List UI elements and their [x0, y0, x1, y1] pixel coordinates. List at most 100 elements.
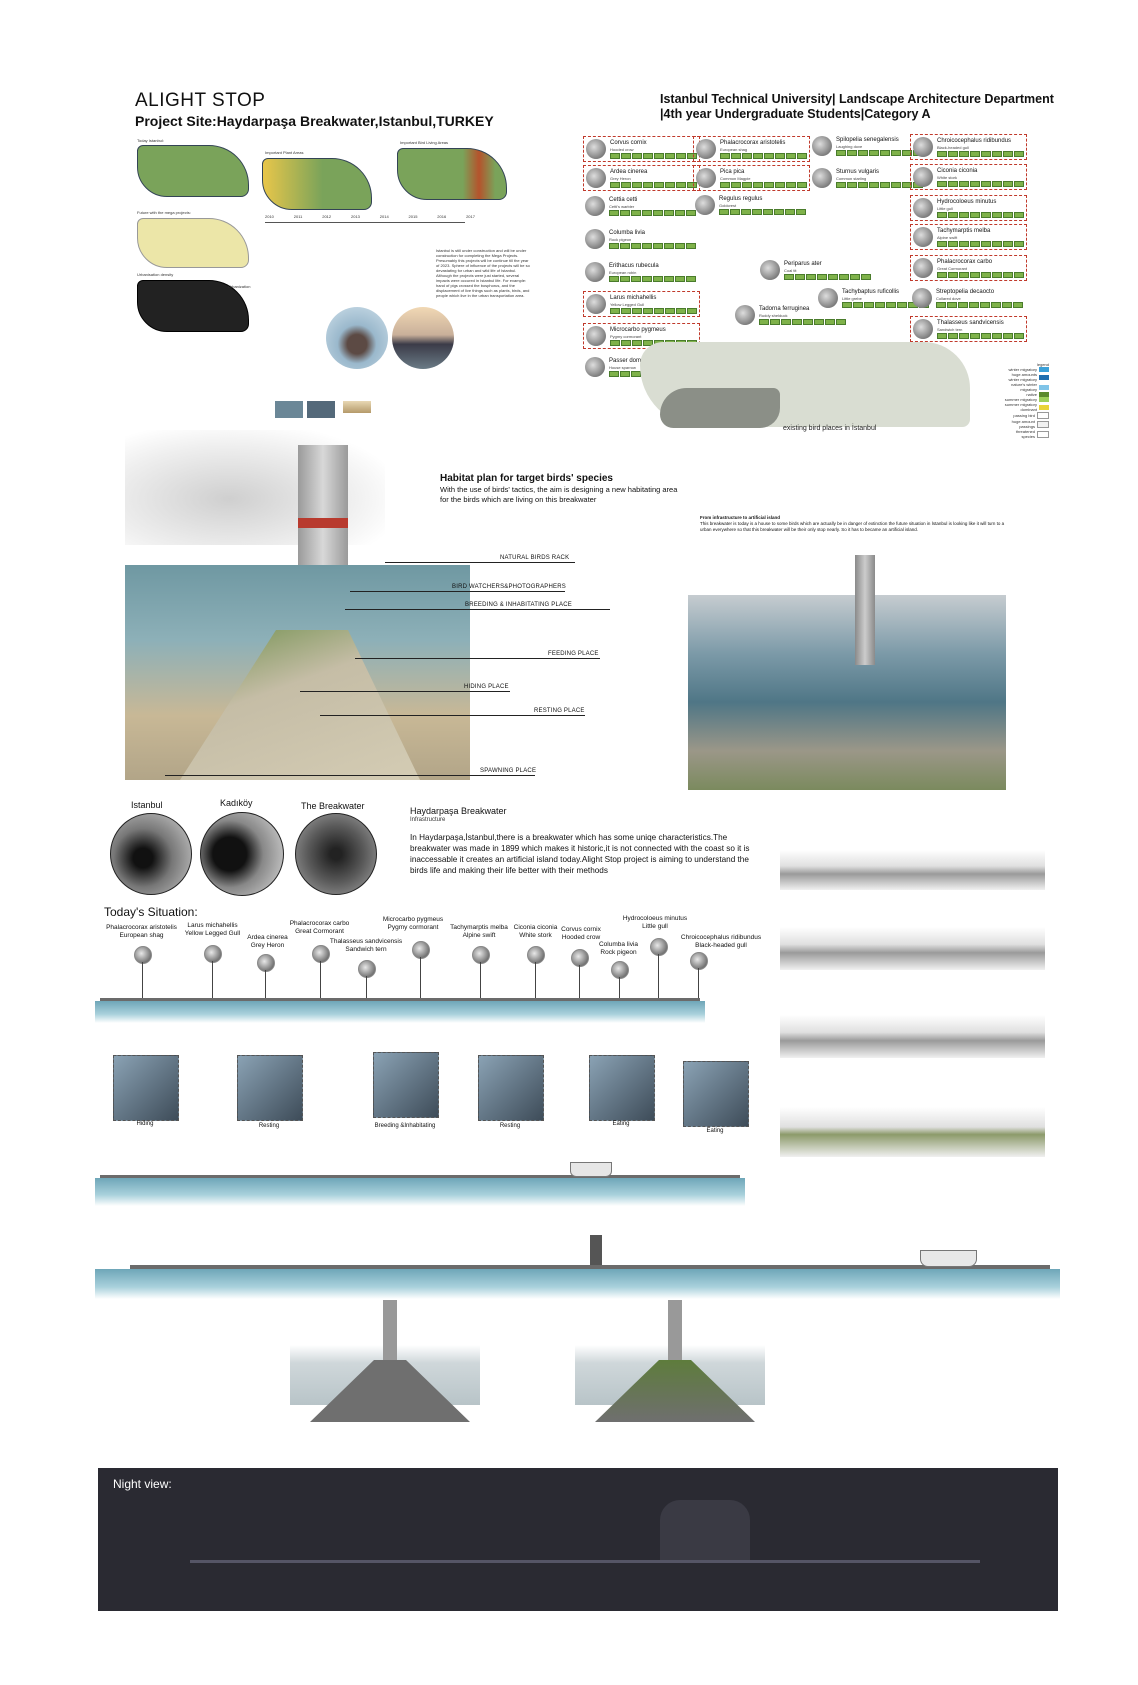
- bird-latin-name: Corvus cornix: [610, 139, 647, 146]
- zoom-circle-istanbul: [110, 813, 192, 895]
- legend-swatch: [1039, 384, 1049, 390]
- small-photo-2: [307, 401, 335, 418]
- migration-bar: [720, 152, 807, 159]
- pin-common: Great Cormorant: [295, 928, 344, 935]
- water-strip: [95, 1001, 705, 1023]
- pin-common: Sandwich tern: [345, 946, 387, 953]
- pin-common: Pygmy cormorant: [387, 924, 439, 931]
- lighthouse-right: [855, 555, 875, 665]
- pin-latin: Tachymarptis melba: [450, 924, 508, 931]
- pin-line: [579, 965, 580, 998]
- pin-line: [658, 954, 659, 998]
- bird-latin-name: Chroicocephalus ridibundus: [937, 137, 1012, 144]
- activity-photo-resting: [237, 1055, 303, 1121]
- breakwater-description: In Haydarpaşa,İstanbul,there is a breakw…: [410, 833, 750, 875]
- bird-latin-name: Hydrocoloeus minutus: [937, 198, 997, 205]
- callout-line: [385, 562, 575, 563]
- callout-resting: RESTING PLACE: [534, 708, 585, 714]
- pin-latin: Ciconia ciconia: [513, 924, 558, 931]
- photo-circle-skyline: [392, 307, 454, 369]
- timeline-year: 2011: [293, 214, 303, 219]
- timeline-year: 2015: [408, 214, 418, 219]
- pin-line: [142, 962, 143, 998]
- migration-bar: [937, 150, 1024, 157]
- bird-common-name: Hooded crow: [610, 146, 634, 152]
- callout-spawning: SPAWNING PLACE: [480, 768, 537, 774]
- bird-common-name: Little grebe: [842, 295, 862, 301]
- migration-bar: [937, 332, 1024, 339]
- migration-bar: [609, 242, 696, 249]
- bird-common-name: House sparrow: [609, 364, 636, 370]
- bird-common-name: Sandwich tern: [937, 326, 963, 332]
- pin-bird-icon: [571, 949, 589, 967]
- legend-swatch: [1039, 367, 1049, 372]
- pin-bird-icon: [650, 938, 668, 956]
- pin-line: [366, 976, 367, 998]
- bird-latin-name: Tachybaptus ruficollis: [842, 288, 900, 295]
- habitat-description: With the use of birds' tactics, the aim …: [440, 485, 678, 504]
- legend-item: winter migratory: [1008, 367, 1037, 372]
- callout-line: [350, 591, 565, 592]
- pin-bird-icon: [312, 945, 330, 963]
- bird-photo: [696, 139, 716, 159]
- map-label-future: Future with the mega projects:: [137, 210, 191, 215]
- pin-latin: Columba livia: [598, 941, 639, 948]
- habitat-title: Habitat plan for target birds' species: [440, 473, 613, 484]
- bird-latin-name: Periparus ater: [784, 260, 822, 267]
- bird-latin-name: Phalacrocorax carbo: [937, 258, 993, 265]
- bird-photo: [760, 260, 780, 280]
- map-label-density: Urbanisation density: [137, 272, 174, 277]
- activity-photo-resting-2: [478, 1055, 544, 1121]
- legend-swatch: [1039, 392, 1049, 397]
- bird-latin-name: Larus michahellis: [610, 294, 657, 301]
- bird-photo: [812, 136, 832, 156]
- zoom-label-breakwater: The Breakwater: [301, 801, 365, 811]
- callout-bird-watchers: BIRD WATCHERS&PHOTOGRAPHERS: [452, 584, 566, 590]
- long-breakwater-elevation: [130, 1265, 1050, 1269]
- zoom-label-istanbul: Istanbul: [131, 800, 163, 810]
- bird-common-name: Collared dove: [936, 295, 961, 301]
- long-lighthouse: [590, 1235, 602, 1265]
- bird-latin-name: Thalasseus sandvicensis: [937, 319, 1004, 326]
- pin-bird-icon: [204, 945, 222, 963]
- callout-line: [300, 691, 510, 692]
- bird-common-name: Alpine swift: [937, 234, 958, 240]
- migration-bar: [720, 181, 807, 188]
- bird-photo: [812, 168, 832, 188]
- pin-latin: Larus michahellis: [187, 922, 238, 929]
- bird-latin-name: Microcarbo pygmeus: [610, 326, 666, 333]
- pin-bird-icon: [690, 952, 708, 970]
- migration-bar: [609, 275, 696, 282]
- university-line-1: Istanbul Technical University| Landscape…: [660, 92, 1054, 106]
- pin-latin: Microcarbo pygmeus: [382, 916, 444, 923]
- legend-item: summer migratory: [1004, 397, 1037, 402]
- artificial-island-text: From infrastructure to artificial island…: [700, 515, 1010, 533]
- bird-photo: [586, 294, 606, 314]
- legend-item: passing bird: [1013, 413, 1035, 418]
- pin-latin: Chroicocephalus ridibundus: [680, 934, 762, 941]
- pin-bird-icon: [257, 954, 275, 972]
- istanbul-map-today: [137, 145, 249, 197]
- project-title: ALIGHT STOP: [135, 90, 266, 111]
- legend-swatch: [1037, 430, 1049, 438]
- legend-swatch: [1037, 420, 1049, 428]
- bird-latin-name: Spilopelia senegalensis: [836, 136, 899, 143]
- pin-latin: Ardea cinerea: [247, 934, 288, 941]
- university-heading: Istanbul Technical University| Landscape…: [660, 92, 1060, 122]
- pin-common: Black-headed gull: [695, 942, 747, 949]
- istanbul-map-bird: [397, 148, 507, 200]
- bird-photo: [585, 357, 605, 377]
- map-label-urban: Urbanization: [228, 284, 251, 289]
- bird-latin-name: Tachymarptis melba: [937, 227, 991, 234]
